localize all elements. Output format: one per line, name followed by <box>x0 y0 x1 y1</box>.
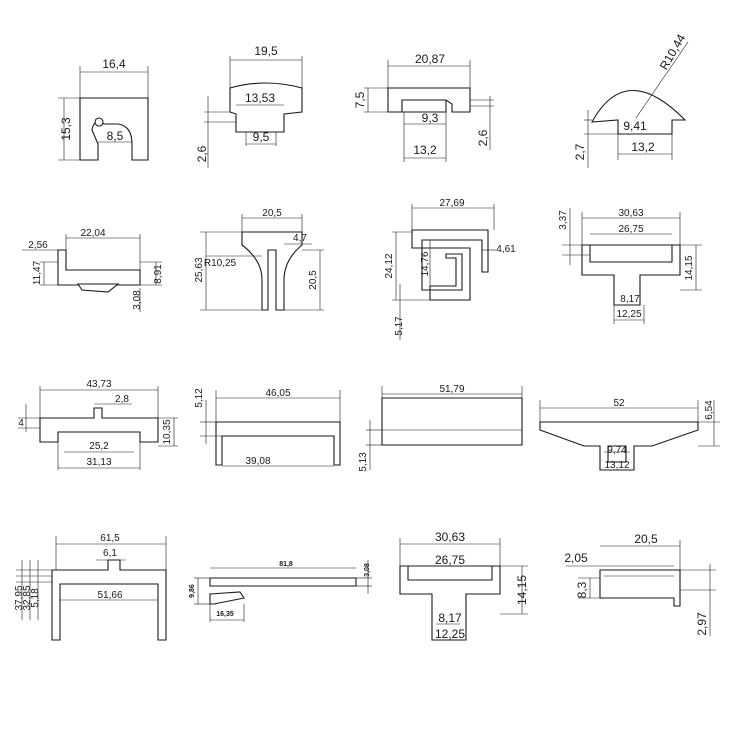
profile-7: 27,69 24,12 14,76 4,61 5,17 <box>384 198 516 340</box>
profile-13-dim-4: 32,85 <box>22 585 33 610</box>
profile-4-dim-3: 13,2 <box>631 140 655 154</box>
profile-5-dim-2: 2,56 <box>28 240 48 251</box>
profile-12: 52 6,54 9,74 13,12 <box>539 398 720 471</box>
profile-15: 30,63 26,75 14,15 8,17 12,25 <box>399 530 529 641</box>
profile-13-dim-6: 51,66 <box>97 590 122 601</box>
profile-1: 16,4 15,3 8,5 <box>58 57 149 161</box>
profile-16-dim-4: 2,97 <box>695 612 709 636</box>
profile-9-outline <box>39 407 159 443</box>
profile-5-dim-3: 11,47 <box>32 260 43 285</box>
profile-8-dim-2: 26,75 <box>618 224 643 235</box>
profile-15-dim-1: 30,63 <box>435 530 465 544</box>
profile-2-outline <box>229 82 303 133</box>
profile-14-outline <box>209 577 357 587</box>
profile-3-dim-4: 13,2 <box>413 143 437 157</box>
profile-6-dim-2: R10,25 <box>204 258 237 269</box>
profile-10-dim-1: 46,05 <box>265 388 290 399</box>
profile-14-dim-4: 16,35 <box>216 611 234 618</box>
profile-9-dim-5: 25,2 <box>89 441 109 452</box>
profile-4-dim-4: 2,7 <box>573 143 587 160</box>
profile-15-dim-2: 26,75 <box>435 553 465 567</box>
profile-14-dim-3: 9,86 <box>189 584 196 598</box>
profile-6-dim-4: 25,63 <box>194 257 205 282</box>
profile-12-dim-4: 13,12 <box>604 460 629 471</box>
profile-12-dim-2: 6,54 <box>704 400 715 420</box>
profile-14-dim-2: 3,08 <box>364 563 371 577</box>
profile-5: 22,04 2,56 11,47 8,91 3,08 <box>22 228 164 312</box>
profile-4: R10,44 9,41 13,2 2,7 <box>573 31 688 168</box>
profile-15-dim-3: 14,15 <box>515 575 529 605</box>
profile-14: 81,8 3,08 9,86 16,35 <box>189 560 372 622</box>
profile-5-outline <box>57 249 141 286</box>
profile-2-dim-2: 13,53 <box>245 91 275 105</box>
profile-7-dim-5: 5,17 <box>394 316 405 336</box>
profile-2: 19,5 13,53 9,5 2,6 <box>195 44 303 168</box>
profile-10-dim-3: 39,08 <box>245 456 270 467</box>
profile-16-dim-1: 2,05 <box>564 551 588 565</box>
profile-12-dim-3: 9,74 <box>607 445 627 456</box>
profile-8-dim-6: 12,25 <box>616 309 641 320</box>
profile-9-dim-3: 4 <box>18 418 24 429</box>
profile-15-dim-4: 8,17 <box>438 611 462 625</box>
profile-1-outline <box>79 97 149 161</box>
profile-6-dim-1: 20,5 <box>262 208 282 219</box>
profile-1-dim-3: 8,5 <box>107 129 124 143</box>
profile-7-dim-3: 14,76 <box>420 251 431 276</box>
profile-3-dim-2: 7,5 <box>353 91 367 108</box>
profile-6-dim-5: 20,5 <box>308 270 319 290</box>
profile-2-dim-1: 19,5 <box>254 44 278 58</box>
profile-3-dim-3: 9,3 <box>422 111 439 125</box>
profile-12-dim-1: 52 <box>613 398 625 409</box>
profile-6-outline <box>241 231 303 311</box>
profile-8-dim-5: 8,17 <box>620 294 640 305</box>
profile-2-dim-4: 2,6 <box>195 145 209 162</box>
profile-2-dim-3: 9,5 <box>253 130 270 144</box>
profile-3-dim-5: 2,6 <box>476 129 490 146</box>
profile-15-dim-5: 12,25 <box>435 627 465 641</box>
profile-9-dim-6: 31,13 <box>86 457 111 468</box>
profile-14-dim-1: 81,8 <box>279 561 293 568</box>
profile-4-outline <box>591 89 687 135</box>
profile-8: 30,63 26,75 3,37 14,15 8,17 12,25 <box>558 208 702 324</box>
profile-4-dim-1: R10,44 <box>657 31 689 72</box>
profile-7-dim-1: 27,69 <box>439 198 464 209</box>
profile-13-dim-3: 37,95 <box>14 585 25 610</box>
profile-13-dim-5: 5,18 <box>30 588 41 608</box>
profile-6-dim-3: 4,7 <box>293 233 307 244</box>
profile-10-dim-2: 5,12 <box>194 388 205 408</box>
profile-11: 51,79 5,13 <box>358 384 523 472</box>
profile-16: 2,05 20,5 8,3 2,97 <box>564 532 716 636</box>
profile-8-dim-3: 3,37 <box>558 210 569 230</box>
profile-6: 20,5 R10,25 4,7 25,63 20,5 <box>194 208 324 311</box>
profile-7-dim-2: 24,12 <box>384 253 395 278</box>
profile-8-dim-1: 30,63 <box>618 208 643 219</box>
profile-3: 20,87 7,5 9,3 13,2 2,6 <box>353 52 494 162</box>
profile-11-dim-1: 51,79 <box>439 384 464 395</box>
profile-10-outline <box>215 421 341 466</box>
profile-16-dim-3: 8,3 <box>575 581 589 598</box>
profile-5-dim-1: 22,04 <box>80 228 105 239</box>
profile-7-outline <box>411 229 489 301</box>
profile-4-dim-2: 9,41 <box>623 119 647 133</box>
profile-11-dim-2: 5,13 <box>358 452 369 472</box>
profile-9: 43,73 2,8 4 10,35 25,2 31,13 <box>18 379 178 470</box>
profile-9-dim-2: 2,8 <box>115 394 129 405</box>
profile-8-dim-4: 14,15 <box>684 255 695 280</box>
profile-5-dim-4: 8,91 <box>153 264 164 284</box>
profile-13-dim-2: 6,1 <box>103 548 117 559</box>
profile-16-outline <box>599 569 681 607</box>
profile-1-dim-2: 15,3 <box>59 117 73 141</box>
profile-10: 46,05 5,12 39,08 <box>194 388 341 467</box>
profile-13: 61,5 6,1 37,95 32,85 5,18 51,66 <box>14 533 167 641</box>
profile-16-dim-2: 20,5 <box>634 532 658 546</box>
profile-9-dim-4: 10,35 <box>162 419 173 444</box>
profile-13-dim-1: 61,5 <box>100 533 120 544</box>
profile-5-dim-5: 3,08 <box>132 290 143 310</box>
profile-1-dim-1: 16,4 <box>102 57 126 71</box>
profile-11-outline <box>381 397 523 446</box>
profile-3-dim-1: 20,87 <box>415 52 445 66</box>
profile-7-dim-4: 4,61 <box>496 244 516 255</box>
profile-9-dim-1: 43,73 <box>86 379 111 390</box>
